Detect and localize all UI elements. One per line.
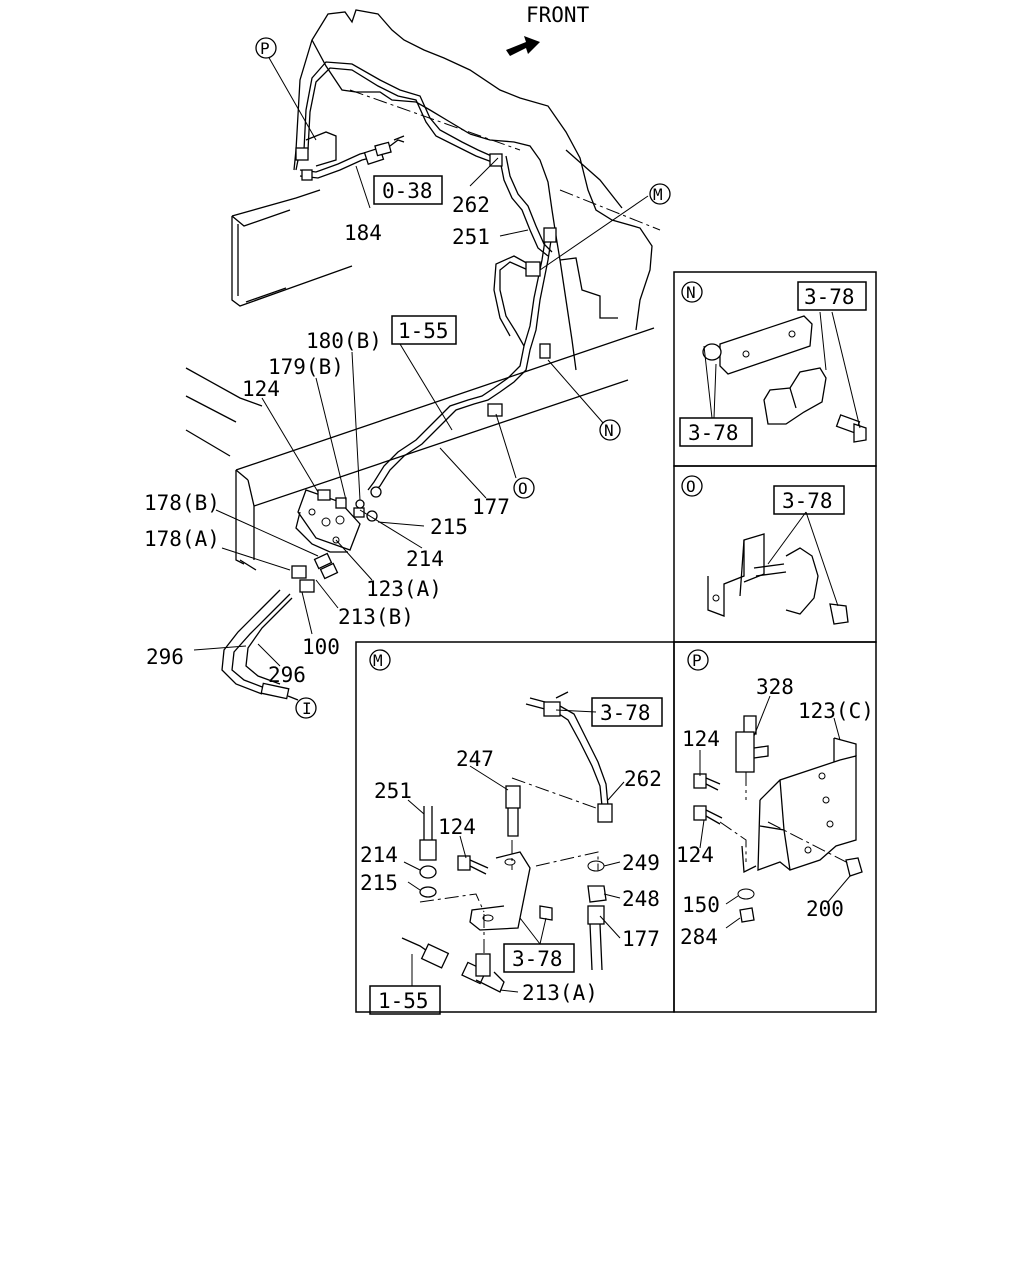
- part-label-124: 124: [242, 377, 280, 401]
- p-part-label-124-top: 124: [682, 727, 720, 751]
- svg-text:0-38: 0-38: [382, 179, 433, 203]
- marker-o-main[interactable]: O: [513, 477, 535, 499]
- svg-text:3-78: 3-78: [688, 421, 739, 445]
- svg-text:O: O: [518, 479, 528, 498]
- ref-box-3-78-n-top[interactable]: 3-78: [797, 281, 867, 311]
- ref-box-3-78-o[interactable]: 3-78: [773, 485, 845, 515]
- svg-text:M: M: [373, 651, 383, 670]
- detail-panel-frames: [355, 271, 877, 1013]
- ref-box-3-78-m-bottom[interactable]: 3-78: [503, 943, 575, 973]
- m-part-label-251: 251: [374, 779, 412, 803]
- part-label-100: 100: [302, 635, 340, 659]
- svg-text:3-78: 3-78: [804, 285, 855, 309]
- marker-i-main[interactable]: I: [295, 697, 317, 719]
- m-part-label-177: 177: [622, 927, 660, 951]
- p-part-label-284: 284: [680, 925, 718, 949]
- m-part-label-213a: 213(A): [522, 981, 598, 1005]
- svg-text:N: N: [686, 283, 696, 302]
- m-part-label-249: 249: [622, 851, 660, 875]
- ref-box-3-78-m-top[interactable]: 3-78: [591, 697, 663, 727]
- part-label-177: 177: [472, 495, 510, 519]
- p-part-label-124-bottom: 124: [676, 843, 714, 867]
- m-part-label-247: 247: [456, 747, 494, 771]
- m-part-label-124: 124: [438, 815, 476, 839]
- part-label-178a: 178(A): [144, 527, 220, 551]
- svg-text:3-78: 3-78: [782, 489, 833, 513]
- svg-text:P: P: [692, 651, 702, 670]
- clamp-plate-drawing: [702, 311, 867, 443]
- marker-p-panel: P: [687, 649, 709, 671]
- part-label-262: 262: [452, 193, 490, 217]
- p-part-label-328: 328: [756, 675, 794, 699]
- p-panel-drawing: [693, 695, 863, 929]
- flex-hose-184: [374, 135, 405, 157]
- m-panel-drawing: [401, 691, 625, 993]
- part-label-215: 215: [430, 515, 468, 539]
- part-label-214: 214: [406, 547, 444, 571]
- detail-panel-n: N 3-78 3-78: [679, 281, 867, 447]
- p-part-label-150: 150: [682, 893, 720, 917]
- svg-text:1-55: 1-55: [398, 319, 449, 343]
- part-label-296-right: 296: [268, 663, 306, 687]
- marker-n-main[interactable]: N: [599, 419, 621, 441]
- main-assembly: FRONT: [144, 3, 671, 719]
- svg-text:3-78: 3-78: [600, 701, 651, 725]
- marker-o-panel: O: [681, 475, 703, 497]
- ref-box-0-38[interactable]: 0-38: [373, 175, 443, 205]
- svg-text:I: I: [302, 699, 312, 718]
- part-label-213b: 213(B): [338, 605, 414, 629]
- part-label-296-left: 296: [146, 645, 184, 669]
- svg-text:1-55: 1-55: [378, 989, 429, 1013]
- m-part-label-215: 215: [360, 871, 398, 895]
- brake-pipe-routing: [295, 61, 557, 495]
- marker-p-main[interactable]: P: [255, 37, 277, 59]
- detail-panel-p: P: [676, 649, 874, 949]
- part-label-251: 251: [452, 225, 490, 249]
- part-label-123a: 123(A): [366, 577, 442, 601]
- m-part-label-262: 262: [624, 767, 662, 791]
- svg-text:N: N: [604, 421, 614, 440]
- part-label-178b: 178(B): [144, 491, 220, 515]
- frame-side-rail: [185, 327, 655, 571]
- marker-m-main[interactable]: M: [649, 183, 671, 205]
- part-label-184: 184: [344, 221, 382, 245]
- detail-panel-m: M 3-78 3-78 1-55: [360, 649, 663, 1015]
- cab-outline: [293, 9, 661, 371]
- svg-text:P: P: [260, 39, 270, 58]
- main-leader-lines: [193, 55, 649, 667]
- ref-box-3-78-n-bottom[interactable]: 3-78: [679, 417, 753, 447]
- frame-cross-member: [231, 189, 353, 307]
- svg-text:M: M: [653, 185, 663, 204]
- svg-text:3-78: 3-78: [512, 947, 563, 971]
- p-part-label-200: 200: [806, 897, 844, 921]
- detail-panel-o: O 3-78: [681, 475, 849, 625]
- m-part-label-214: 214: [360, 843, 398, 867]
- clip-bracket-drawing: [707, 511, 849, 625]
- front-label: FRONT: [526, 3, 590, 27]
- part-label-180b: 180(B): [306, 329, 382, 353]
- brake-pipe-296: [221, 589, 299, 701]
- marker-n-panel: N: [681, 281, 703, 303]
- marker-m-panel: M: [369, 649, 391, 671]
- svg-text:O: O: [686, 477, 696, 496]
- ref-box-1-55-main[interactable]: 1-55: [391, 315, 457, 345]
- p-part-label-123c: 123(C): [798, 699, 874, 723]
- m-part-label-248: 248: [622, 887, 660, 911]
- front-arrow-icon: [506, 36, 540, 56]
- ref-box-1-55-m[interactable]: 1-55: [369, 985, 441, 1015]
- part-label-179b: 179(B): [268, 355, 344, 379]
